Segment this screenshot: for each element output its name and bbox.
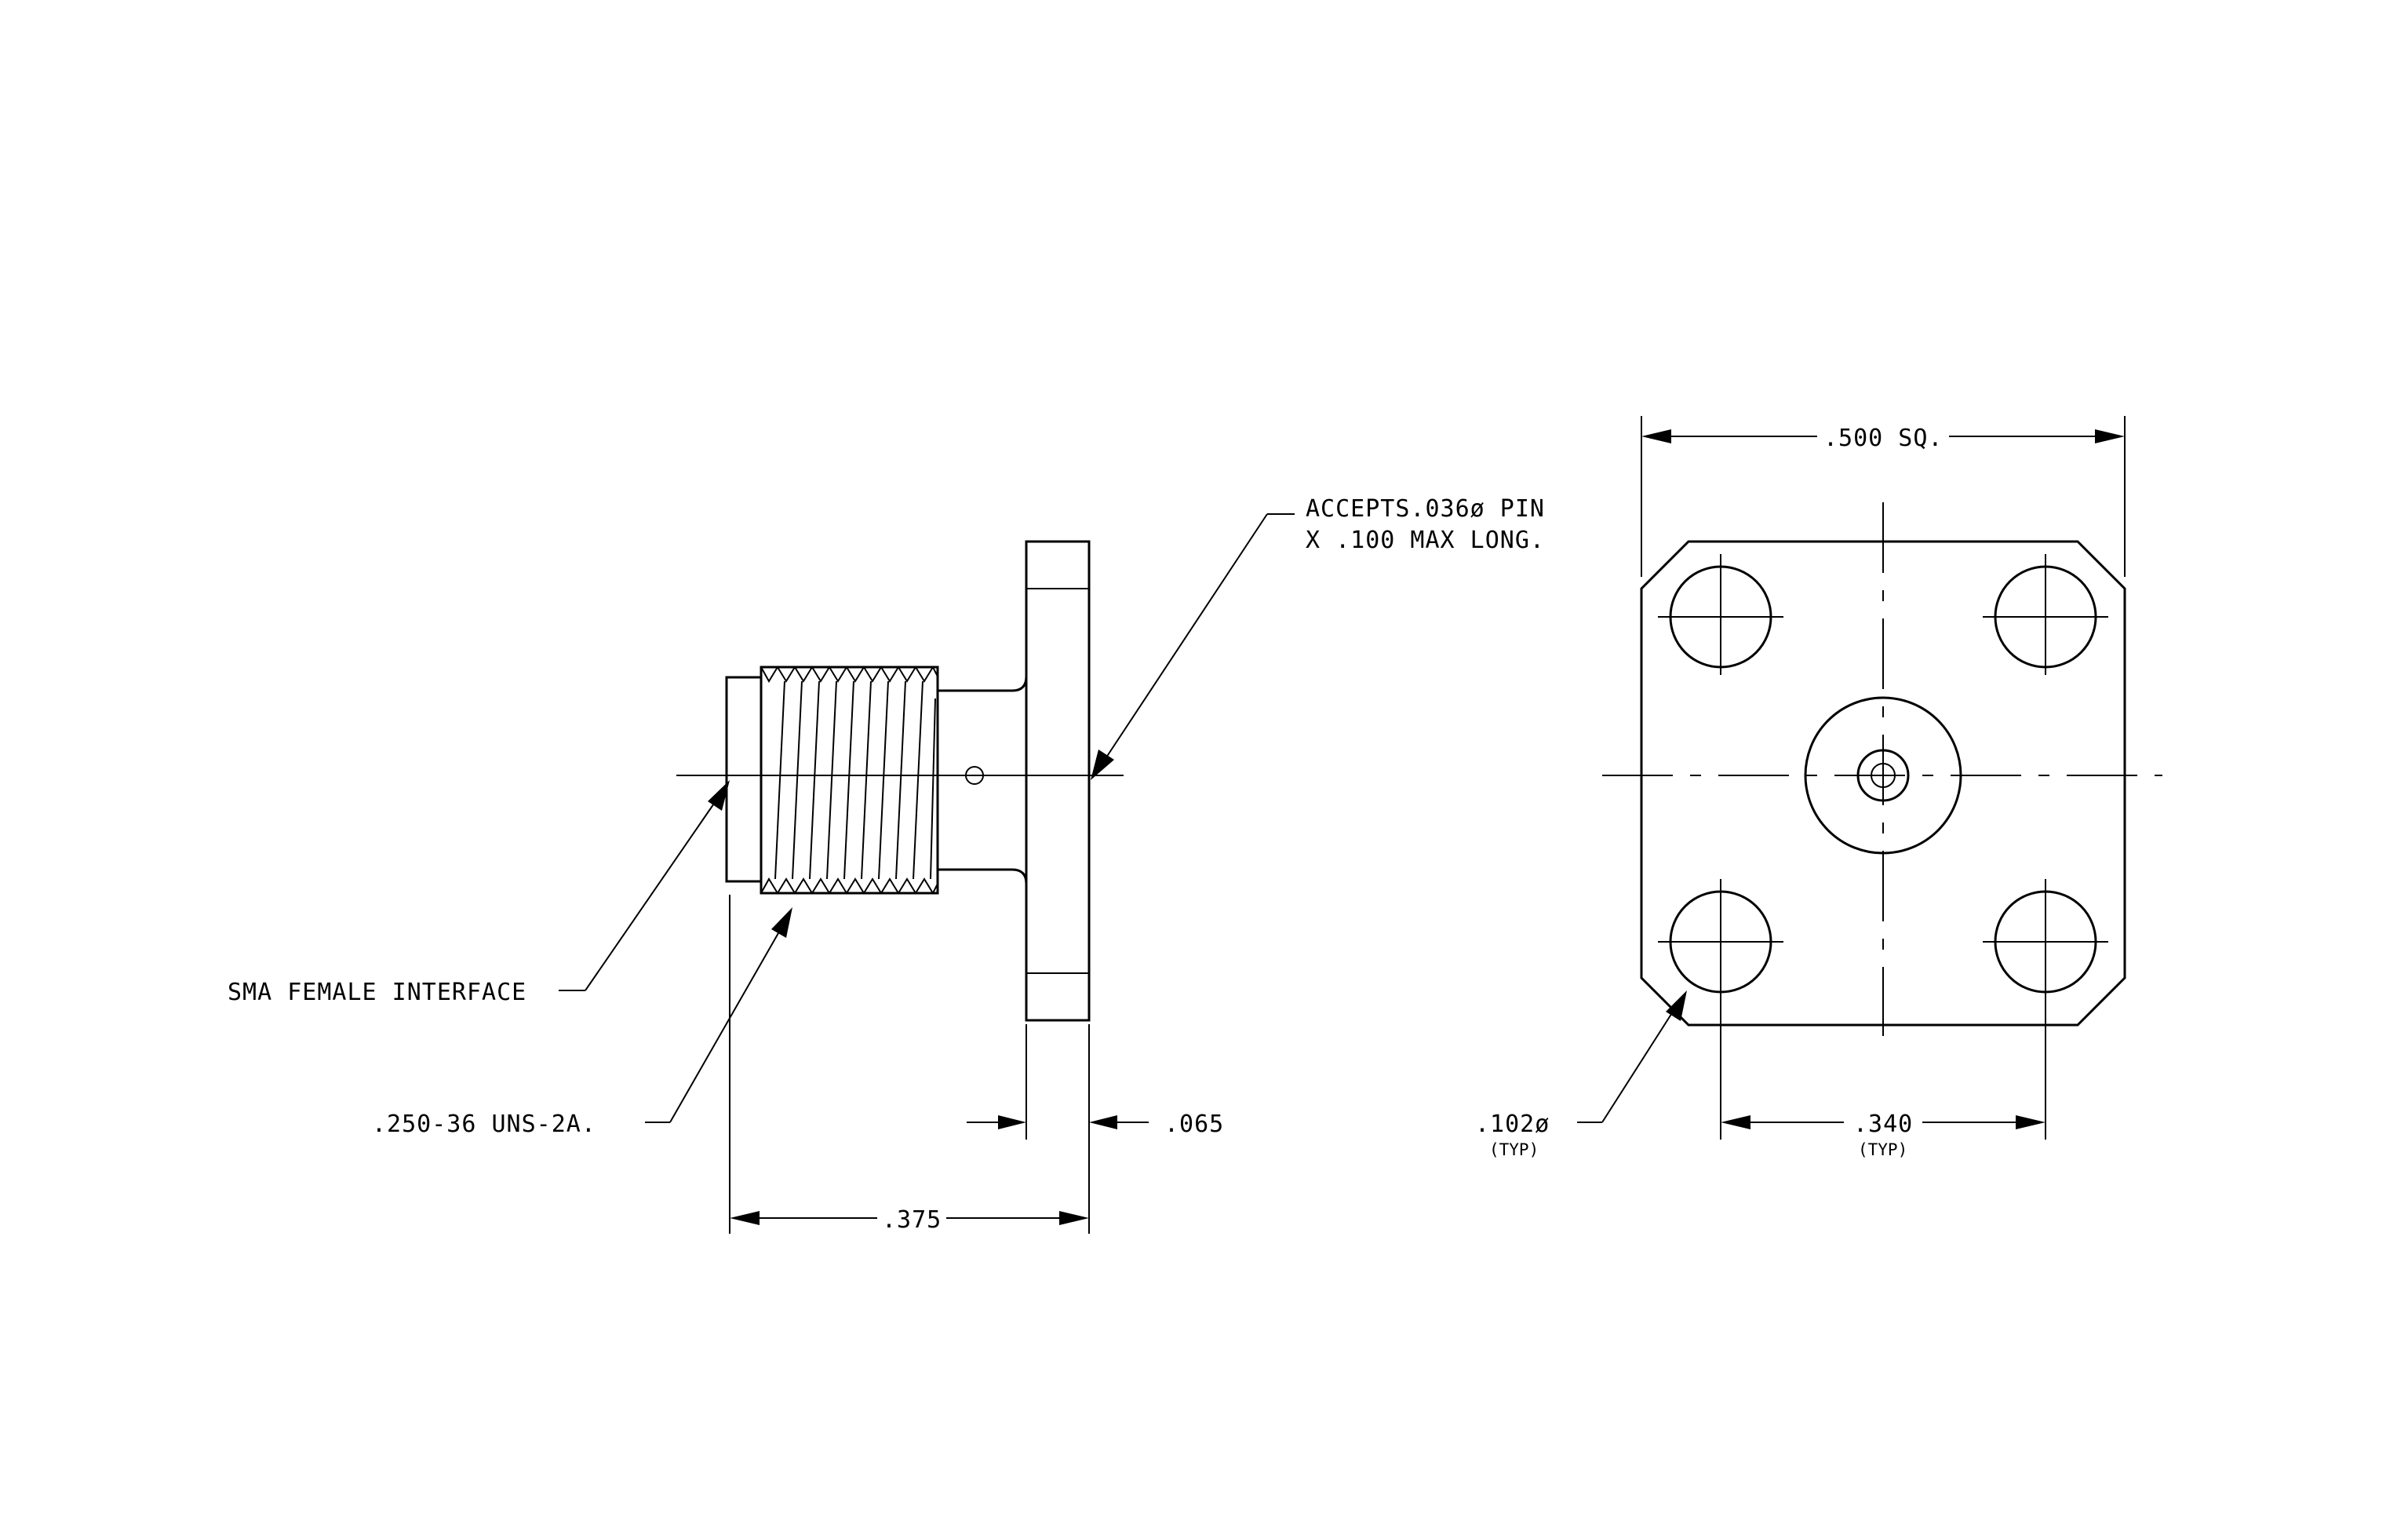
callout-pin-line2: X .100 MAX LONG. <box>1306 527 1545 554</box>
dim-square <box>1641 429 2125 443</box>
dim-square-label: .500 SQ. <box>1823 425 1944 452</box>
leader-hole-dia <box>1577 990 1687 1123</box>
mounting-hole-bl <box>1658 879 1783 1005</box>
leader-interface <box>559 780 730 991</box>
dim-hole-spacing <box>1721 1115 2046 1129</box>
dim-flange-thickness <box>967 1115 1149 1129</box>
mounting-hole-tr <box>1983 554 2108 675</box>
dim-flange-thickness-label: .065 <box>1164 1111 1224 1138</box>
leader-thread <box>645 907 792 1123</box>
callout-interface: SMA FEMALE INTERFACE <box>228 979 526 1006</box>
dim-overall-length-label: .375 <box>882 1206 942 1234</box>
callout-pin-line1: ACCEPTS.036ø PIN <box>1306 495 1545 523</box>
front-view: .500 SQ. .340 (TYP) .102ø (TYP) <box>1475 416 2162 1159</box>
callout-thread: .250-36 UNS-2A. <box>372 1111 596 1138</box>
flange-outline <box>1640 540 2126 1027</box>
side-pin-hole <box>965 766 984 785</box>
flange <box>1025 540 1091 1022</box>
mounting-hole-br <box>1983 879 2108 1005</box>
dim-hole-spacing-note: (TYP) <box>1858 1140 1907 1159</box>
dim-hole-spacing-label: .340 <box>1853 1111 1913 1138</box>
side-view: .065 .375 ACCEPTS.036ø PIN X .100 MAX LO… <box>228 495 1545 1234</box>
dim-hole-dia-note: (TYP) <box>1489 1140 1539 1159</box>
mounting-hole-tl <box>1658 554 1783 675</box>
interface-lip <box>725 676 763 883</box>
center-contact <box>1804 696 1962 855</box>
dim-hole-dia-label: .102ø <box>1475 1111 1550 1138</box>
leader-pin <box>1091 513 1295 780</box>
threaded-body <box>760 665 939 895</box>
dim-overall-length <box>730 1211 1089 1225</box>
